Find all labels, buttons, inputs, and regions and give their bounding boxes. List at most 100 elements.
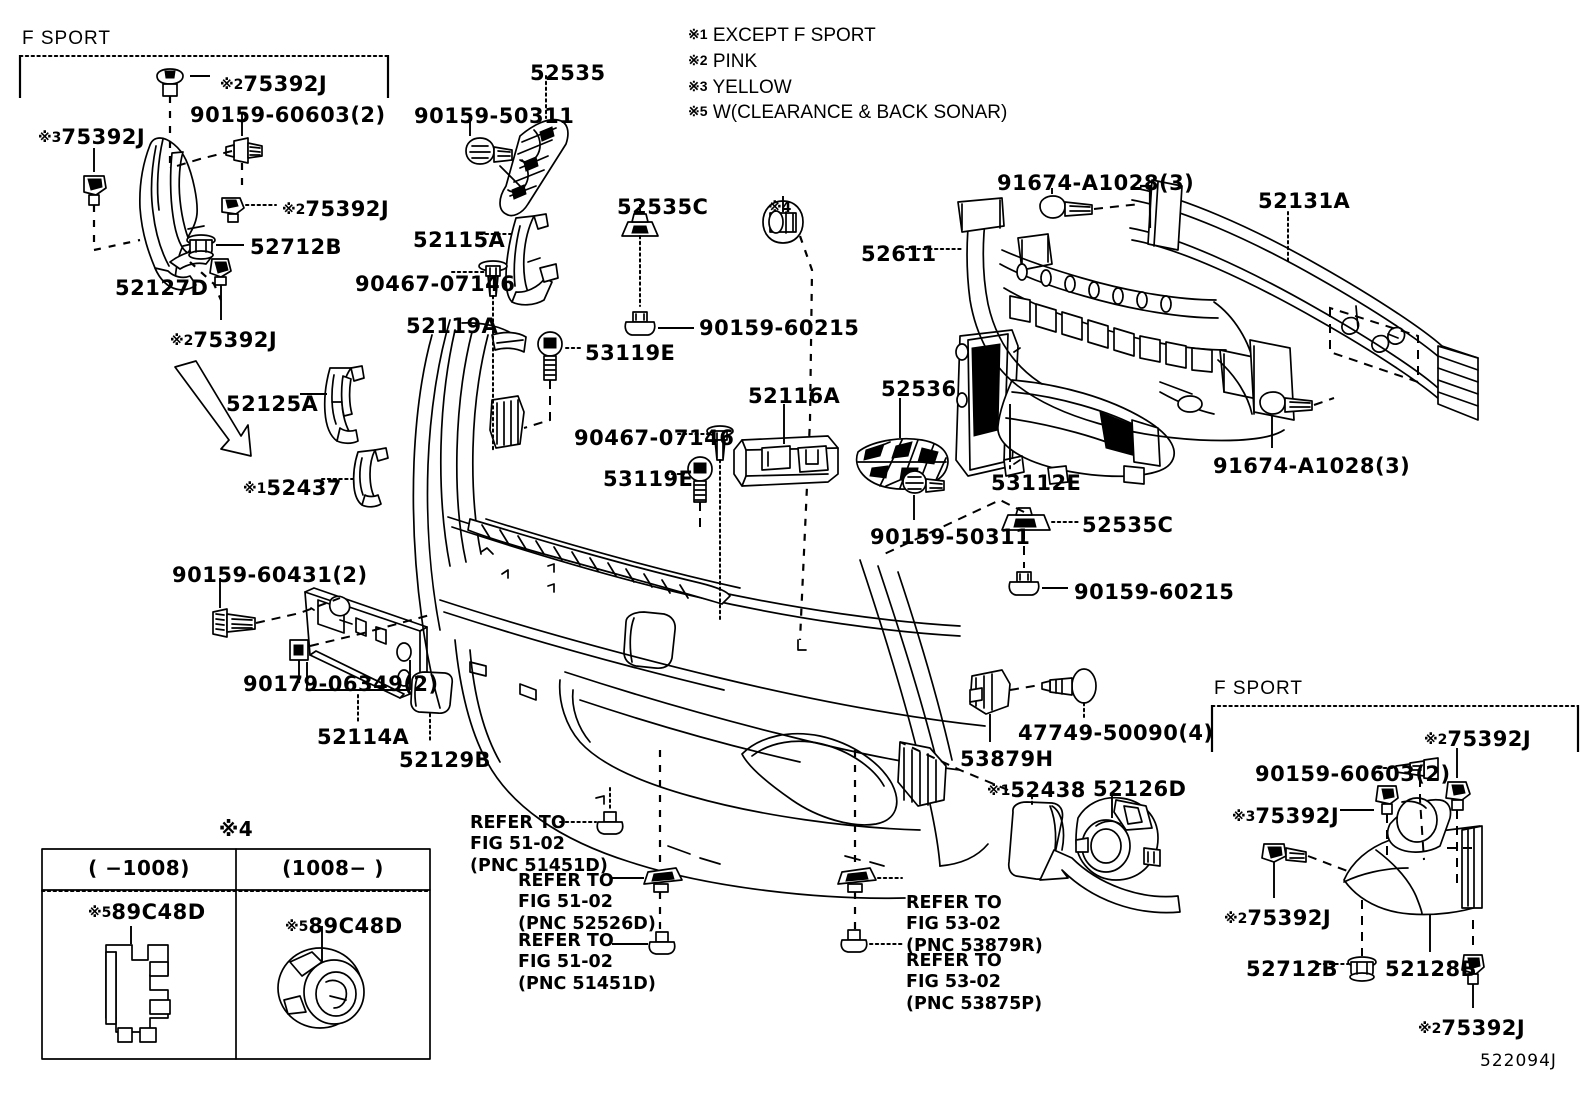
part-52129B-tow-cap: [410, 671, 454, 715]
callout-part-number: 52712B: [1246, 957, 1339, 981]
callout-52536: 52536: [881, 377, 957, 402]
callout-52115A: 52115A: [413, 228, 505, 253]
assembly-line-52535C-right-2: [879, 498, 1025, 557]
bolt-90159-50311-lower: [902, 470, 945, 494]
clip-75392J-top-left: [156, 68, 184, 97]
table-column-header-1: (1008− ): [282, 856, 384, 880]
callout-91674A10283: 91674-A1028(3): [1213, 454, 1411, 479]
callout-9015960215: 90159-60215: [1074, 580, 1234, 605]
callout-part-number: 53119E: [603, 467, 694, 491]
assembly-line-91674-bottom: [1313, 397, 1335, 406]
group-title-fsport-left: F SPORT: [22, 28, 111, 49]
part-52127D-cover: [138, 137, 214, 291]
callout-part-number: 90467-07146: [355, 272, 516, 296]
callout-part-number: 90467-07146: [574, 426, 735, 450]
callout-mark: ※3: [1232, 809, 1256, 825]
callout-75392J: ※275392J: [220, 72, 327, 97]
clip-90467-07146-upper: [478, 260, 508, 297]
callout-part-number: 75392J: [61, 125, 146, 149]
table-cell-part-0: ※589C48D: [88, 900, 206, 925]
clip-75392J-bottom-left: [209, 258, 232, 286]
bolt-90159-50311-top: [465, 137, 513, 165]
assembly-line-53879H: [1009, 683, 1047, 691]
clip-75392J-right-bottom: [1461, 954, 1485, 985]
part-53112E-grille: [955, 329, 1175, 485]
legend-mark-1: ※2: [688, 52, 708, 68]
part-53879H: [969, 669, 1011, 715]
icon-89C48D-retainer: [105, 944, 171, 1043]
clip-90179-06349: [289, 639, 309, 661]
table-cell-number-0: 89C48D: [111, 900, 206, 924]
callout-91674A10283: 91674-A1028(3): [997, 171, 1195, 196]
refer-line: REFER TO: [906, 893, 1002, 913]
callout-part-number: 90159-60215: [699, 316, 860, 340]
table-title: ※4: [218, 817, 254, 841]
clip-75392J-mid-left: [221, 197, 245, 223]
callout-9015950311: 90159-50311: [414, 104, 574, 129]
legend-text-1: PINK: [712, 51, 758, 72]
callout-part-number: 52125A: [226, 392, 319, 416]
refer-line: REFER TO: [518, 931, 614, 951]
clip-52535C-center: [621, 213, 659, 237]
callout-52131A: 52131A: [1258, 189, 1350, 214]
callout-part-number: 52116A: [748, 384, 841, 408]
callout-part-number: 91674-A1028(3): [1213, 454, 1411, 478]
refer-line: REFER TO: [518, 871, 614, 891]
refer-line: FIG 51-02: [518, 952, 613, 973]
refer-line: (PNC 53879R): [906, 935, 1043, 956]
callout-part-number: 90159-50311: [870, 525, 1031, 549]
callout-part-number: 91674-A1028(3): [997, 171, 1195, 195]
fsport-left-bracket: [18, 55, 390, 98]
legend-mark-3: ※5: [688, 103, 708, 119]
part-52116A: [733, 435, 839, 487]
callout-part-number: 53879H: [960, 747, 1054, 771]
callout-part-number: 52712B: [250, 235, 343, 259]
callout-52129B: 52129B: [399, 748, 491, 773]
legend-text-2: YELLOW: [712, 77, 792, 98]
callout-52437: ※152437: [243, 476, 342, 501]
callout-75392J: ※375392J: [38, 125, 146, 150]
part-52437: [352, 447, 389, 508]
clip-52535C-right: [1001, 507, 1051, 531]
part-bush-mark4: [762, 200, 804, 244]
part-52131A-reinforcement: [1129, 179, 1479, 421]
callout-part-number: 52535C: [617, 195, 709, 219]
clip-75392J-right-lower: [1261, 843, 1307, 863]
legend-text-0: EXCEPT F SPORT: [712, 25, 876, 46]
callout-52114A: 52114A: [317, 725, 409, 750]
callout-90159604312: 90159-60431(2): [172, 563, 368, 588]
bolt-90159-60603-right: [1395, 757, 1439, 781]
bolt-53119E-upper: [537, 331, 563, 381]
assembly-line-50311-top: [499, 165, 525, 191]
callout-53879H: 53879H: [960, 747, 1054, 772]
assembly-line-75392J-bottom: [189, 261, 223, 301]
callout-9046707146: 90467-07146: [574, 426, 735, 451]
mark4-table: [41, 848, 431, 1060]
callout-part-number: 75392J: [1441, 1016, 1526, 1040]
part-52119A-bumper-cover: [412, 319, 989, 900]
callout-53119E: 53119E: [585, 341, 675, 366]
callout-part-number: 75392J: [1255, 804, 1340, 828]
clip-refer-52526D: [643, 867, 683, 893]
grommet-52712B-right: [1347, 956, 1377, 982]
table-cell-mark-1: ※5: [285, 919, 309, 935]
callout-part-number: 90159-60431(2): [172, 563, 368, 587]
part-52126D-fog-lamp: [1075, 796, 1161, 881]
icon-89C48D-sensor: [277, 947, 365, 1029]
table-column-header-0: ( −1008): [88, 856, 190, 880]
refer-line: (PNC 53875P): [906, 993, 1043, 1014]
callout-mark: ※1: [987, 783, 1011, 799]
bolt-90159-60603-left: [225, 137, 263, 164]
callout-mark: ※2: [220, 77, 244, 93]
callout-75392J: ※275392J: [282, 197, 390, 222]
refer-line: (PNC 52526D): [518, 913, 656, 934]
callout-52127D: 52127D: [115, 276, 209, 301]
bolt-91674-A1028-top: [1039, 195, 1093, 219]
callout-75392J: ※275392J: [1424, 727, 1531, 752]
callout-part-number: 75392J: [305, 197, 390, 221]
